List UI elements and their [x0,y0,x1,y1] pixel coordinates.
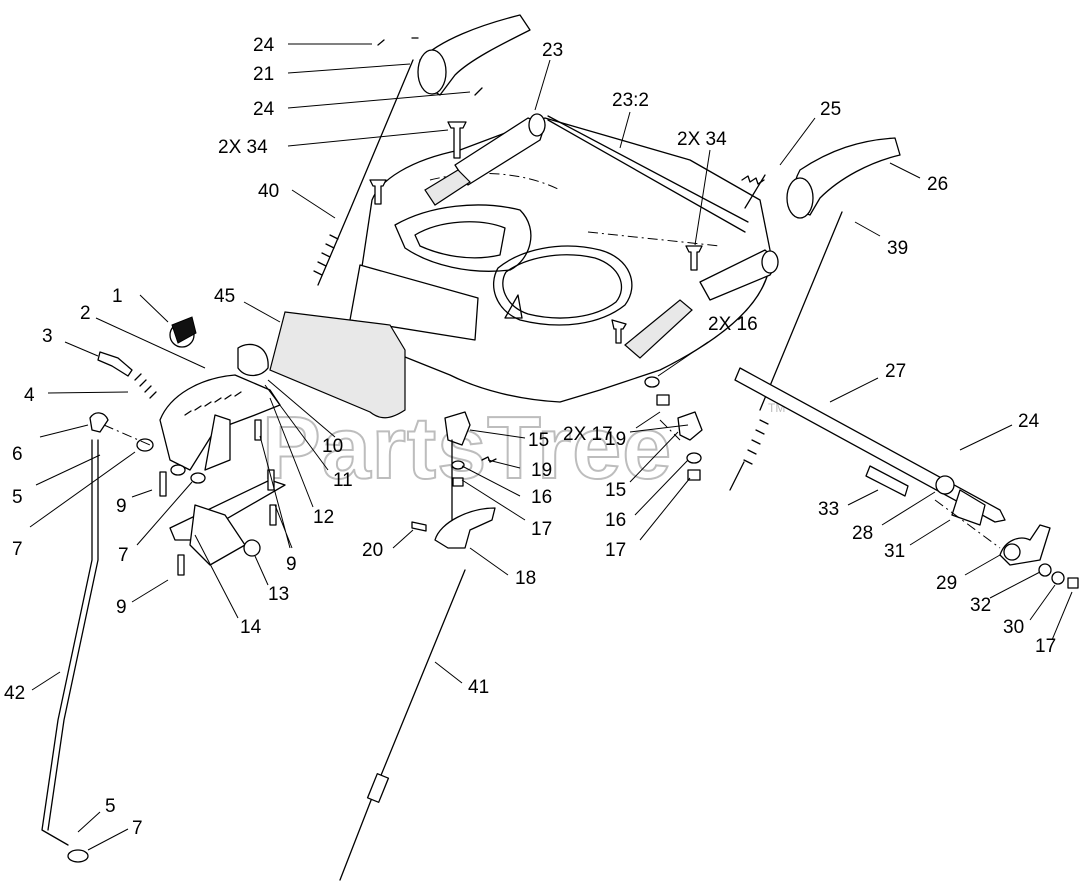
callout-45: 45 [214,286,235,307]
left-bracket [97,316,286,566]
callout-24: 24 [1018,411,1040,432]
callout-27: 27 [885,361,906,382]
callout-7: 7 [132,818,143,839]
callout-30: 30 [1003,617,1024,638]
callout-18: 18 [515,568,536,589]
callout-23-2: 23:2 [612,90,649,111]
callout-5: 5 [105,796,116,817]
callout-9: 9 [116,597,127,618]
leader-lines [29,43,1073,851]
upper-handle-left [424,113,546,206]
callout-28: 28 [852,523,873,544]
cable-39 [729,175,843,491]
callout-21: 21 [253,64,274,85]
callout-11: 11 [333,470,353,491]
callout-19: 19 [605,429,626,450]
callout-12: 12 [313,507,334,528]
callout-9: 9 [286,554,297,575]
callout-2x-34: 2X 34 [677,129,727,150]
callout-5: 5 [12,487,23,508]
callout-16: 16 [531,487,552,508]
callout-17: 17 [531,519,552,540]
callout-7: 7 [118,545,129,566]
callout-3: 3 [42,326,53,347]
callout-32: 32 [970,595,991,616]
pins [377,37,483,96]
callout-24: 24 [253,35,275,56]
center-brackets [411,376,703,549]
callout-13: 13 [268,584,289,605]
callout-17: 17 [605,540,626,561]
fasteners [89,412,277,576]
rod-42 [41,439,99,863]
callout-2x-16: 2X 16 [708,314,758,335]
watermark: PartsTree [262,398,672,497]
carriage-bolts [369,121,703,344]
callout-15: 15 [528,430,549,451]
cable-41 [339,569,466,881]
callout-7: 7 [12,539,23,560]
callout-26: 26 [927,174,948,195]
callout-6: 6 [12,444,23,465]
callout-10: 10 [322,436,343,457]
callout-17: 17 [1035,636,1056,657]
callout-19: 19 [531,460,552,481]
label-plate-45 [269,311,406,419]
callout-23: 23 [542,40,563,61]
shaft-assembly [734,367,1079,589]
callout-1: 1 [112,286,123,307]
left-grip [417,14,531,96]
callout-41: 41 [468,677,489,698]
callout-39: 39 [887,238,908,259]
callout-25: 25 [820,99,841,120]
callout-9: 9 [116,496,127,517]
callout-40: 40 [258,181,279,202]
callout-15: 15 [605,480,626,501]
callout-16: 16 [605,510,626,531]
callout-2: 2 [80,303,91,324]
callout-4: 4 [24,385,35,406]
cable-40 [313,59,414,286]
right-grip [744,137,901,219]
callout-2x-34: 2X 34 [218,137,268,158]
callout-20: 20 [362,540,383,561]
callout-42: 42 [4,683,25,704]
upper-handle-right [624,249,779,359]
callout-labels: 24 21 24 2X 34 40 23 23:2 2X 34 25 26 39… [4,35,1056,839]
callout-33: 33 [818,499,839,520]
callout-14: 14 [240,617,262,638]
callout-24: 24 [253,99,275,120]
callout-31: 31 [884,541,905,562]
callout-2x-17: 2X 17 [563,424,613,445]
callout-29: 29 [936,573,957,594]
control-panel [349,115,771,403]
